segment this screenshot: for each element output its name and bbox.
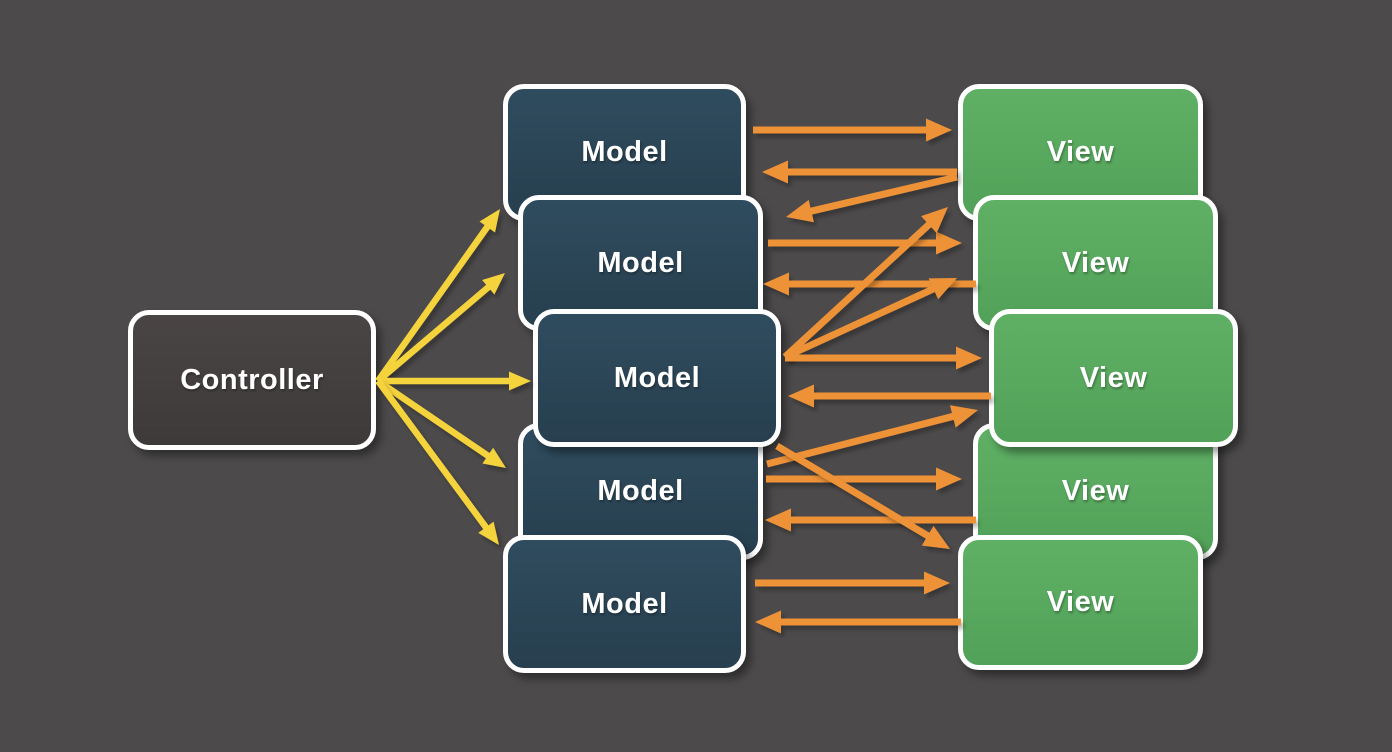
edge-view-1-model-1	[762, 160, 957, 184]
view-label-2: View	[1061, 246, 1130, 279]
view-node-3: View	[989, 309, 1238, 447]
edge-model-5-view-5	[755, 571, 950, 595]
model-label-3: Model	[613, 361, 701, 394]
view-label-5: View	[1046, 586, 1115, 618]
edge-controller-model-5	[375, 379, 499, 545]
edge-view-3-model-3	[788, 384, 991, 408]
edge-controller-model-2	[375, 273, 505, 384]
controller-node: Controller	[128, 310, 376, 450]
edge-controller-model-1	[375, 209, 500, 383]
model-label-2: Model	[597, 246, 684, 279]
model-node-2: Model	[518, 195, 763, 331]
edge-model-2-view-2	[768, 231, 962, 255]
edge-view-1-model-2	[786, 173, 958, 223]
edge-model-3-view-5	[775, 442, 950, 549]
edge-model-4-view-4	[766, 467, 962, 491]
model-node-5: Model	[503, 535, 746, 673]
controller-label: Controller	[180, 363, 324, 396]
view-label-1: View	[1046, 136, 1115, 168]
view-label-4: View	[1061, 475, 1130, 507]
view-node-5: View	[958, 535, 1203, 670]
edge-model-1-view-1	[753, 118, 952, 142]
edge-view-4-model-4	[765, 508, 976, 532]
view-label-3: View	[1079, 361, 1148, 394]
edge-model-4-view-3	[766, 405, 978, 468]
edge-controller-model-3	[378, 371, 531, 391]
model-label-5: Model	[581, 587, 668, 620]
edge-model-3-view-3	[785, 346, 982, 370]
edge-view-2-model-2	[763, 272, 976, 296]
model-label-4: Model	[597, 475, 684, 507]
edge-view-5-model-5	[755, 610, 961, 634]
edge-model-3-view-2	[783, 278, 957, 361]
edge-model-3-view-1	[782, 207, 948, 360]
edge-controller-model-4	[376, 378, 506, 468]
view-node-2: View	[973, 195, 1218, 331]
model-node-3: Model	[533, 309, 781, 447]
model-label-1: Model	[581, 136, 668, 168]
